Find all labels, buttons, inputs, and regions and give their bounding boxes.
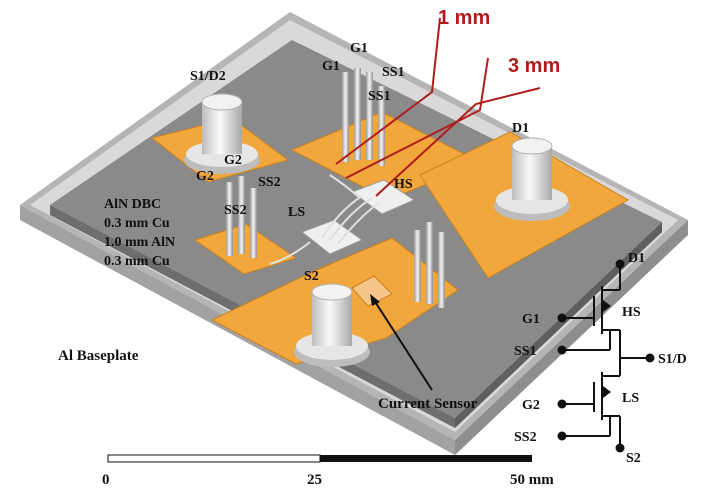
- schematic-s2: S2: [626, 451, 641, 466]
- scale-tick-0: 0: [102, 472, 110, 488]
- schematic-g1: G1: [522, 312, 540, 327]
- schematic-s1d: S1/D: [658, 352, 687, 367]
- terminal-d1: [494, 137, 570, 221]
- bond-wires: [269, 174, 381, 265]
- label-ss2-b: SS2: [224, 203, 247, 218]
- label-s2: S2: [304, 269, 319, 284]
- schematic-hs: HS: [622, 305, 641, 320]
- label-g2-a: G2: [224, 153, 242, 168]
- schematic-ss1: SS1: [514, 344, 537, 359]
- schematic-ss2: SS2: [514, 430, 537, 445]
- schematic-nodes: [557, 259, 655, 453]
- label-hs: HS: [394, 177, 413, 192]
- current-sensor-callout: Current Sensor: [370, 294, 478, 412]
- schematic-g2: G2: [522, 398, 540, 413]
- label-ss1-a: SS1: [382, 65, 405, 80]
- dimension-1mm: 1 mm: [438, 7, 490, 29]
- schematic-d1: D1: [628, 251, 645, 266]
- terminal-s2: [294, 283, 370, 367]
- dbc-line2: 1.0 mm AlN: [104, 235, 175, 250]
- scale-bar: 0 25 50 mm: [102, 454, 554, 488]
- gate-pins-top: [342, 68, 385, 166]
- pins-right: [414, 222, 445, 308]
- label-ss2-a: SS2: [258, 175, 281, 190]
- label-current-sensor: Current Sensor: [378, 396, 478, 412]
- label-g2-b: G2: [196, 169, 214, 184]
- schematic-ls: LS: [622, 391, 639, 406]
- label-d1: D1: [512, 121, 529, 136]
- scale-tick-25: 25: [307, 472, 322, 488]
- dimension-3mm: 3 mm: [508, 55, 560, 77]
- scale-tick-50: 50 mm: [510, 472, 554, 488]
- gate-pins-left: [226, 176, 257, 258]
- terminal-s1d2: [184, 93, 260, 174]
- label-ls: LS: [288, 205, 305, 220]
- label-g1-top: G1: [350, 41, 368, 56]
- label-g1-left: G1: [322, 59, 340, 74]
- label-ss1-b: SS1: [368, 89, 391, 104]
- hs-die: [350, 179, 416, 215]
- dbc-line3: 0.3 mm Cu: [104, 254, 170, 269]
- label-s1d2: S1/D2: [190, 69, 226, 84]
- dbc-stack-label: AlN DBC 0.3 mm Cu 1.0 mm AlN 0.3 mm Cu: [104, 197, 175, 269]
- dimension-lines: [335, 17, 541, 197]
- dbc-line1: 0.3 mm Cu: [104, 216, 170, 231]
- label-al-baseplate: Al Baseplate: [58, 348, 139, 364]
- dbc-title: AlN DBC: [104, 197, 161, 212]
